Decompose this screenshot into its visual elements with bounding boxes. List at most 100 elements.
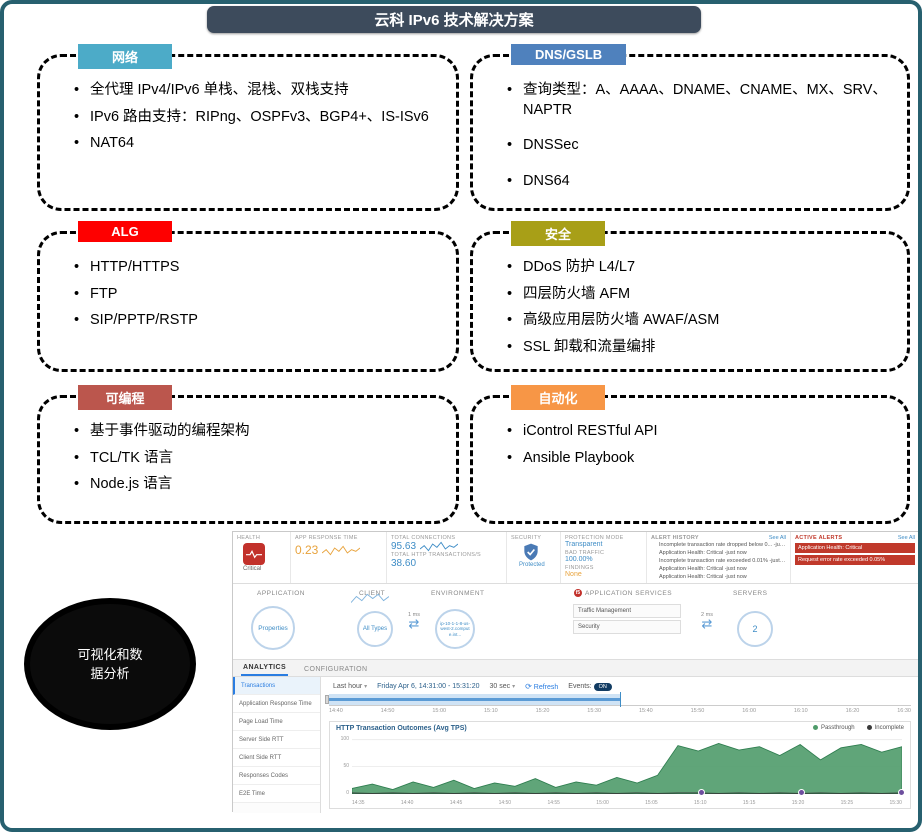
x-tick-label: 15:05: [645, 800, 658, 806]
sidebar-metric-label: Application Response Time: [239, 700, 312, 707]
timeline-tick-label: 15:50: [690, 708, 705, 714]
bullet-text: 查询类型：A、AAAA、DNAME、CNAME、MX、SRV、NAPTR: [523, 82, 887, 118]
environment-header: ENVIRONMENT: [431, 590, 485, 597]
service-item[interactable]: Traffic Management: [573, 604, 681, 618]
alert-history-text: Application Health: Critical -just now: [659, 566, 747, 572]
sidebar-metric-label: Page Load Time: [239, 718, 283, 725]
timeline-strip[interactable]: [325, 692, 911, 707]
chart-title: HTTP Transaction Outcomes (Avg TPS): [336, 725, 467, 732]
timeline-tick-label: 15:10: [483, 708, 498, 714]
timeline-tick-label: 14:50: [380, 708, 395, 714]
x-tick-label: 15:00: [596, 800, 609, 806]
event-marker-dot[interactable]: [898, 789, 905, 796]
sidebar-metric-item[interactable]: Page Load Time: [233, 713, 320, 731]
active-alerts-panel: ACTIVE ALERTS See All Application Health…: [791, 532, 918, 583]
alert-history-see-all-link[interactable]: See All: [768, 535, 786, 541]
timeline-selection-bar[interactable]: [329, 698, 620, 701]
bullet-item: SIP/PPTP/RSTP: [74, 311, 440, 331]
bullet-item: IPv6 路由支持：RIPng、OSPFv3、BGP4+、IS-ISv6: [74, 108, 440, 128]
chart-legend: Passthrough Incomplete: [812, 725, 904, 732]
application-node[interactable]: Properties: [251, 606, 295, 650]
bullet-item: Node.js 语言: [74, 475, 440, 495]
feature-box-dns-gslb-bullets: 查询类型：A、AAAA、DNAME、CNAME、MX、SRV、NAPTR DNSS…: [473, 57, 907, 191]
servers-node[interactable]: 2: [737, 611, 773, 647]
servers-latency: 2 ms ⇄: [683, 612, 731, 630]
sidebar-metric-item[interactable]: Client Side RTT: [233, 749, 320, 767]
timeline-cursor[interactable]: [620, 692, 621, 707]
x-tick-label: 15:25: [840, 800, 854, 806]
timeline-tick-label: 15:40: [638, 708, 653, 714]
total-connections-label: TOTAL CONNECTIONS: [391, 535, 456, 541]
visualization-label: 可视化和数据分析: [77, 646, 143, 682]
client-node[interactable]: All Types: [357, 611, 393, 647]
tab-analytics[interactable]: ANALYTICS: [241, 661, 289, 676]
legend-passthrough[interactable]: Passthrough: [812, 725, 855, 732]
bullet-item: NAT64: [74, 134, 440, 154]
legend-dot-icon: [866, 725, 872, 731]
event-marker-dot[interactable]: [798, 789, 805, 796]
sidebar-metric-label: Server Side RTT: [239, 736, 284, 743]
bullet-item: Ansible Playbook: [507, 449, 891, 469]
sidebar-metric-label: E2E Time: [239, 790, 266, 797]
timeline-left-handle[interactable]: [325, 695, 329, 704]
active-alerts-see-all-link[interactable]: See All: [897, 535, 915, 541]
bullet-item: SSL 卸载和流量编排: [507, 338, 891, 358]
interval-dropdown[interactable]: 30 sec ▾: [489, 682, 516, 690]
feature-box-dns-gslb: DNS/GSLB 查询类型：A、AAAA、DNAME、CNAME、MX、SRV、…: [470, 44, 910, 211]
sidebar-metric-item[interactable]: Server Side RTT: [233, 731, 320, 749]
alert-history-item: Application Health: Critical -just now: [651, 565, 786, 573]
heartbeat-icon: [243, 543, 265, 565]
bullet-text: SIP/PPTP/RSTP: [90, 312, 198, 329]
bullet-text: SSL 卸载和流量编排: [523, 338, 656, 355]
metrics-sidebar: Transactions Application Response Time P…: [233, 677, 321, 813]
visualization-ellipse: 可视化和数据分析: [24, 598, 196, 730]
client-header: CLIENT: [359, 590, 386, 597]
protection-item-label: BAD TRAFFIC: [565, 550, 605, 556]
chevron-down-icon: ▾: [512, 683, 516, 690]
x-tick-label: 15:20: [791, 800, 805, 806]
sidebar-metric-item[interactable]: E2E Time: [233, 785, 320, 803]
bullet-item: FTP: [74, 285, 440, 305]
bullet-text: DNSSec: [523, 137, 579, 154]
analytics-section: ANALYTICS CONFIGURATION Transactions App…: [233, 660, 918, 813]
alert-history-panel: ALERT HISTORY See All Incomplete transac…: [647, 532, 791, 583]
sidebar-metric-item[interactable]: Application Response Time: [233, 695, 320, 713]
alert-history-list: Incomplete transaction rate dropped belo…: [651, 541, 786, 581]
total-connections-value: 95.63: [391, 541, 417, 552]
alert-history-item: Application Health: Critical -just now: [651, 549, 786, 557]
app-response-sparkline: [322, 545, 361, 555]
chart-event-markers[interactable]: [352, 789, 905, 798]
protection-item: BAD TRAFFIC 100.00%: [565, 550, 642, 564]
feature-box-security-bullets: DDoS 防护 L4/L7四层防火墙 AFM高级应用层防火墙 AWAF/ASMS…: [473, 234, 907, 357]
client-sparkline: [351, 593, 389, 603]
event-marker-dot[interactable]: [698, 789, 706, 796]
y-tick-label: 0: [346, 790, 349, 796]
timeline-tick-label: 16:10: [793, 708, 808, 714]
sidebar-metric-label: Client Side RTT: [239, 754, 282, 761]
bullet-text: Ansible Playbook: [523, 449, 635, 466]
refresh-button[interactable]: ⟳ Refresh: [525, 681, 559, 691]
range-dropdown[interactable]: Last hour ▾: [333, 682, 368, 690]
bullet-item: HTTP/HTTPS: [74, 258, 440, 278]
sidebar-metric-item[interactable]: Transactions: [233, 677, 320, 695]
protection-item-value: None: [565, 571, 582, 578]
legend-incomplete[interactable]: Incomplete: [866, 725, 904, 732]
service-item[interactable]: Security: [573, 620, 681, 634]
feature-box-automation: 自动化 iControl RESTful APIAnsible Playbook: [470, 385, 910, 524]
sidebar-metric-label: Responses Codes: [239, 772, 289, 779]
date-range-text: Friday Apr 6, 14:31:00 - 15:31:20: [377, 682, 480, 690]
events-toggle[interactable]: Events: ON: [568, 682, 612, 691]
bullet-text: 高级应用层防火墙 AWAF/ASM: [523, 312, 720, 329]
x-tick-label: 15:30: [889, 800, 902, 806]
bullet-text: HTTP/HTTPS: [90, 259, 180, 275]
environment-node[interactable]: ip-10-1-1-8-us-west-2.compute.int...: [435, 609, 475, 649]
tab-configuration[interactable]: CONFIGURATION: [304, 666, 368, 673]
timeline-tick-label: 15:20: [535, 708, 550, 714]
kpi-app-response-time: APP RESPONSE TIME 0.23: [291, 532, 387, 583]
sidebar-metric-item[interactable]: Responses Codes: [233, 767, 320, 785]
bullet-item: 查询类型：A、AAAA、DNAME、CNAME、MX、SRV、NAPTR: [507, 81, 891, 120]
bullet-item: TCL/TK 语言: [74, 449, 440, 469]
